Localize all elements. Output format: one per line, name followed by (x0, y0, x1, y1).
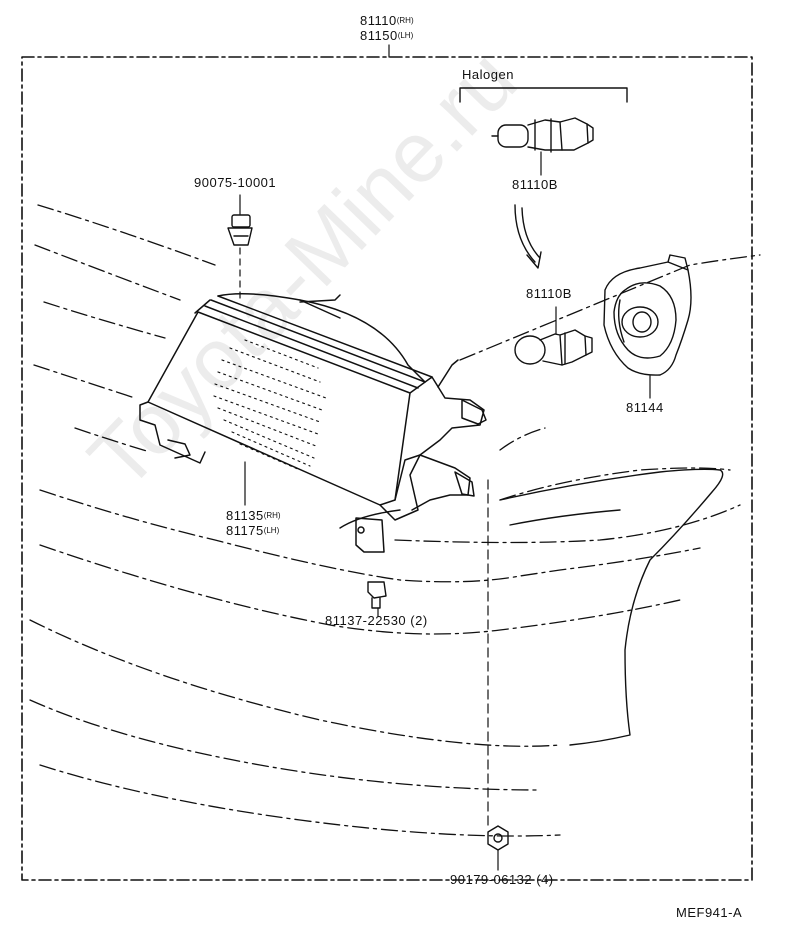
assembly-rh-label: 81110(RH) (360, 13, 414, 28)
figure-code: MEF941-A (676, 905, 743, 920)
assembly-lh-label: 81150(LH) (360, 28, 414, 43)
retaining-clip (227, 214, 253, 246)
socket-cover-label: 81144 (626, 400, 664, 415)
halogen-bulb-top (491, 117, 594, 153)
halogen-bracket (459, 87, 628, 103)
headlamp-unit (139, 293, 487, 553)
fender-corner (339, 468, 724, 746)
bulb-top-label: 81110B (512, 177, 558, 192)
bracket-clip (367, 581, 387, 609)
nut (487, 825, 509, 851)
assembly-frame (21, 56, 753, 881)
socket-cover (603, 254, 692, 376)
nut-label: 90179-06132 (4) (450, 872, 554, 887)
install-arrow (514, 204, 542, 269)
halogen-label: Halogen (462, 67, 514, 82)
bracket-clip-label: 81137-22530 (2) (325, 613, 428, 628)
clip-label: 90075-10001 (194, 175, 277, 190)
vehicle-body-outline (29, 204, 761, 837)
halogen-bulb-mid (514, 329, 593, 366)
unit-lh-label: 81175(LH) (226, 523, 280, 538)
bulb-mid-label: 81110B (526, 286, 572, 301)
unit-rh-label: 81135(RH) (226, 508, 281, 523)
